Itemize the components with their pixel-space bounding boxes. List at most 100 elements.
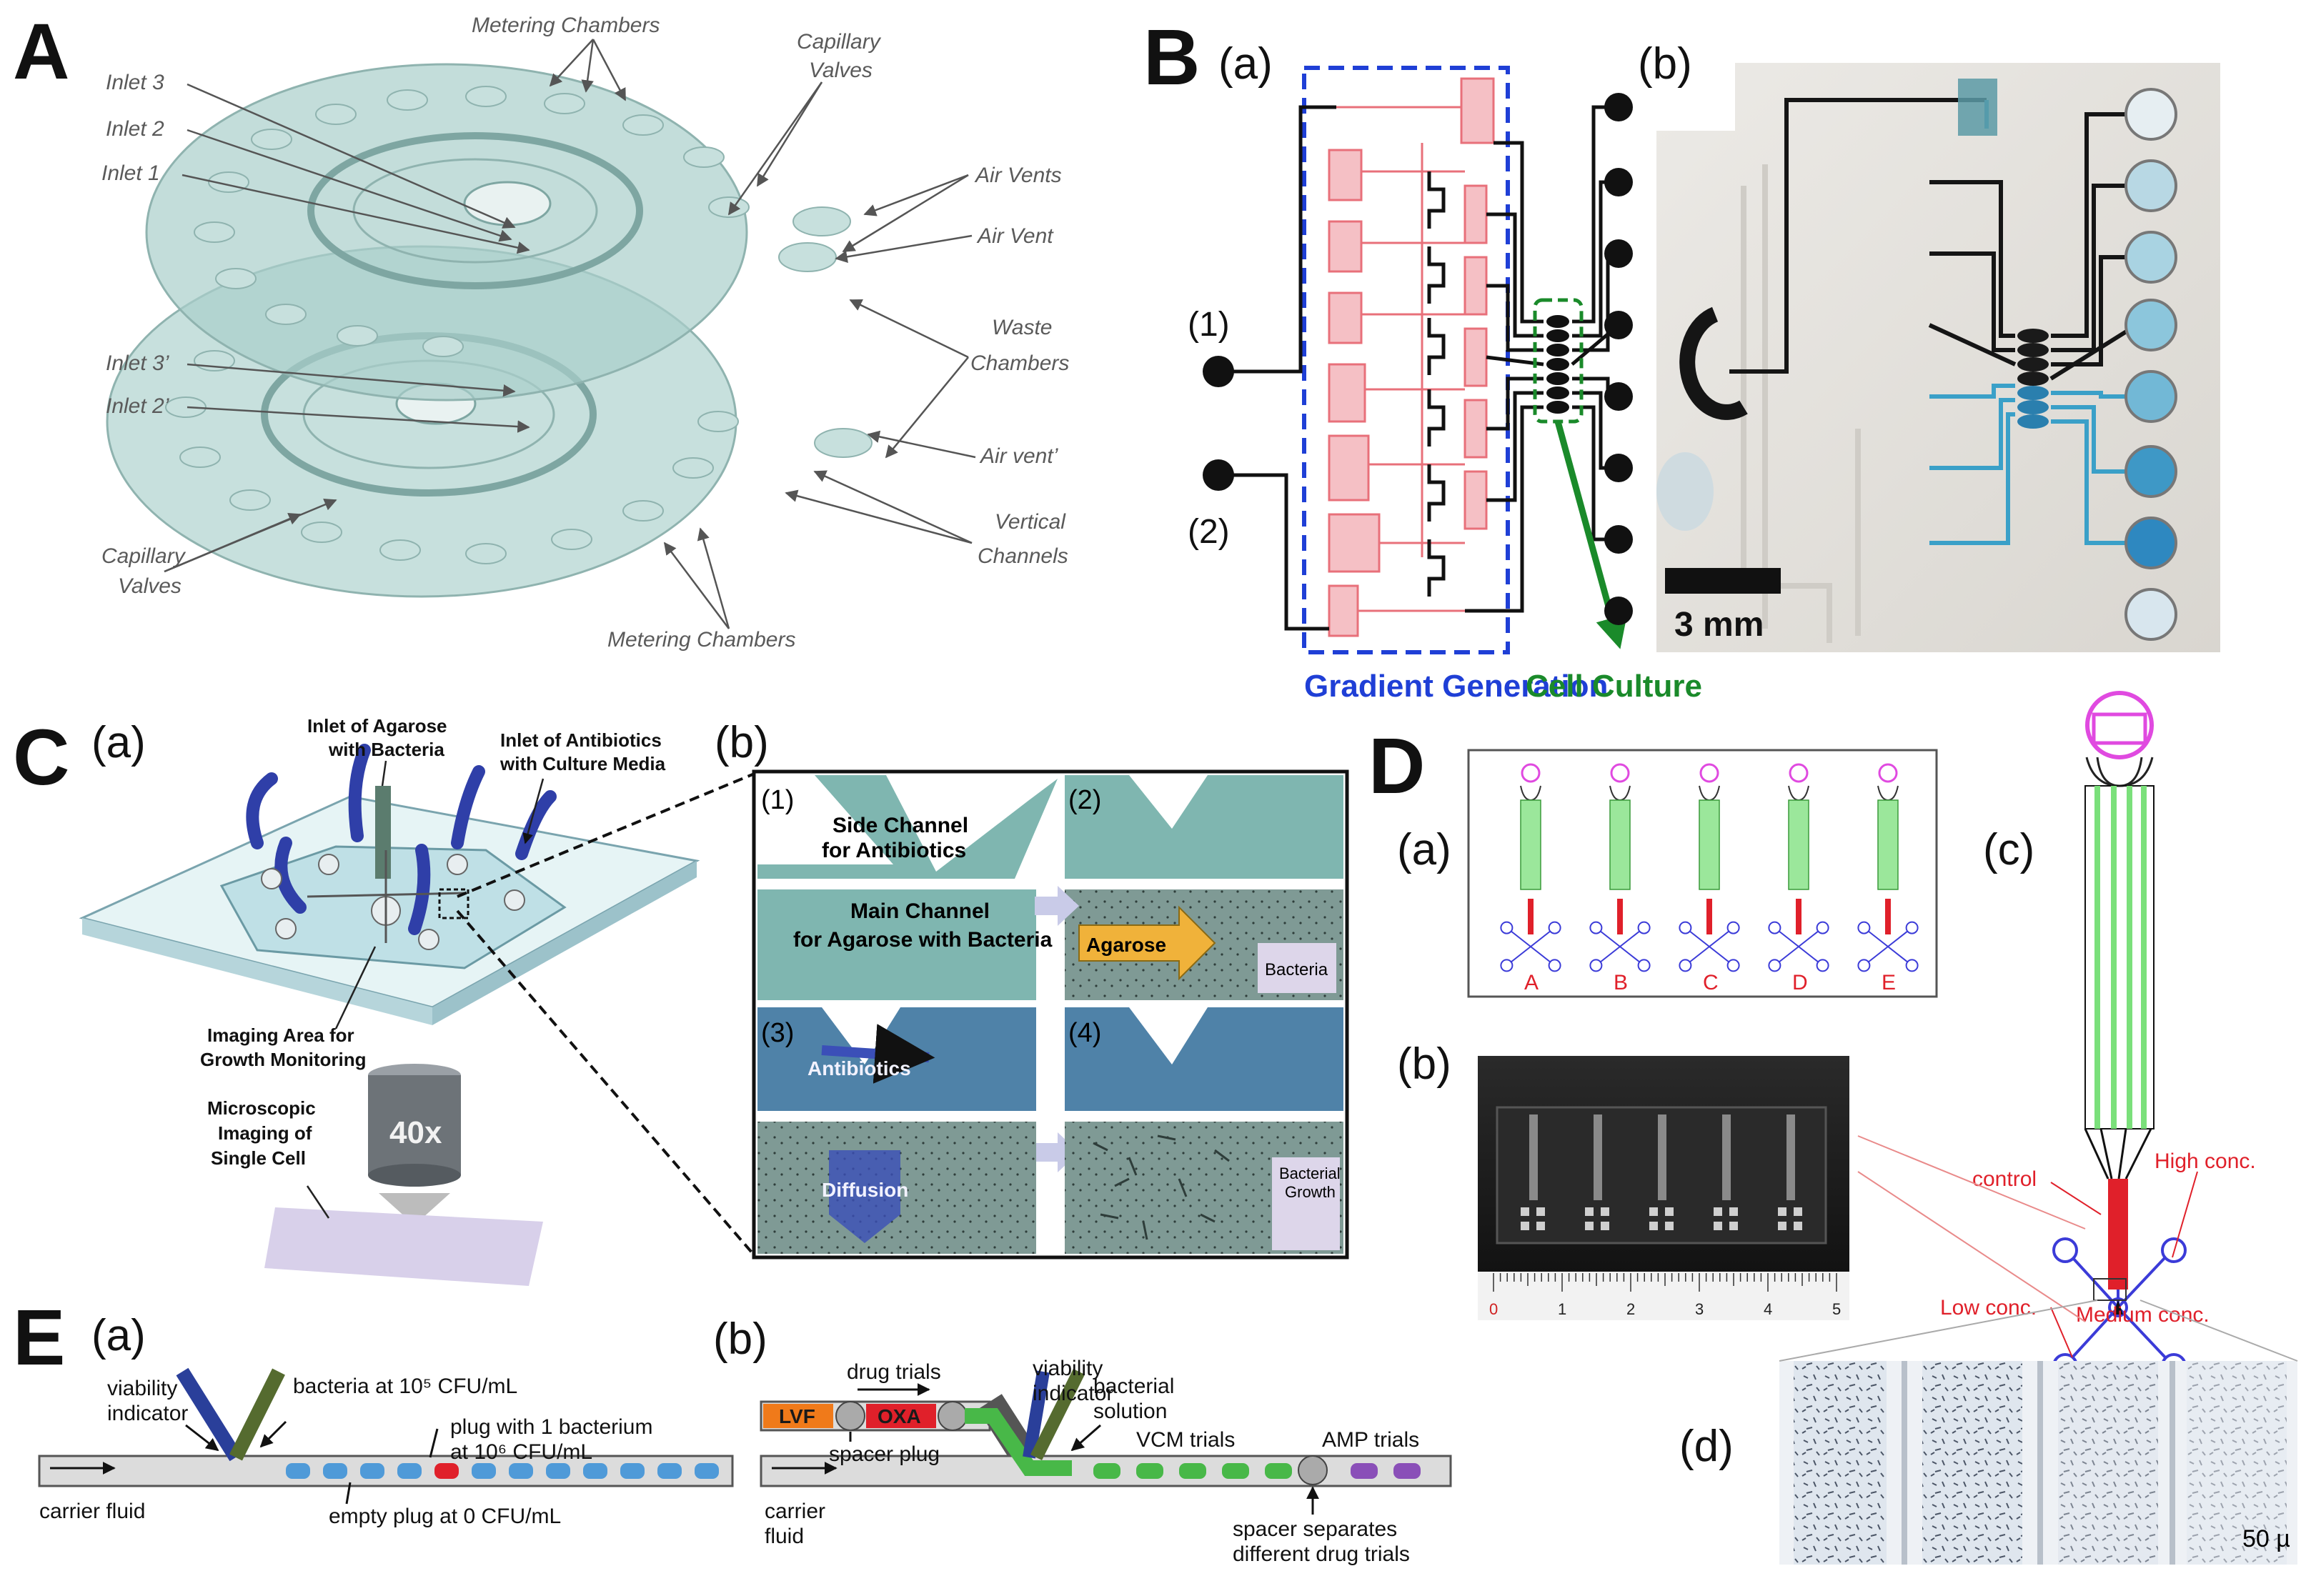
step-2: Agarose Bacteria (2) xyxy=(1065,775,1343,1000)
label-vertical-2: Channels xyxy=(978,544,1068,568)
medium-label: Medium conc. xyxy=(2076,1303,2210,1327)
photo-wells xyxy=(2124,88,2177,641)
ruler-number: 3 xyxy=(1695,1300,1704,1318)
step-3-label: (3) xyxy=(761,1018,794,1048)
label-inlet3p: Inlet 3’ xyxy=(106,351,170,375)
step-1-label: (1) xyxy=(761,785,794,815)
growth-label-1: Bacterial xyxy=(1279,1164,1341,1182)
bacterial-1: bacterial xyxy=(1093,1375,1174,1398)
label-inlet1: Inlet 1 xyxy=(101,161,160,185)
droplet-a: viability indicator bacteria at 10⁵ CFU/… xyxy=(38,1367,734,1528)
label-inlet2p: Inlet 2’ xyxy=(106,394,170,418)
panel-e-letter: E xyxy=(13,1294,65,1382)
label-capillary-top-2: Valves xyxy=(809,59,873,82)
panel-e: E (a) viability indicator bacteria at 10… xyxy=(13,1294,1452,1566)
droplet-plug xyxy=(546,1463,570,1479)
label-imaging-1: Imaging Area for xyxy=(207,1024,354,1046)
label-inlet-antibiotics-1: Inlet of Antibiotics xyxy=(500,729,662,751)
bacterial-2: solution xyxy=(1093,1400,1167,1423)
label-air-vents: Air Vents xyxy=(974,164,1062,187)
inlet-2-label: (2) xyxy=(1188,513,1230,551)
droplet-plug xyxy=(434,1463,459,1479)
label-waste-1: Waste xyxy=(992,316,1052,339)
channel-design: C xyxy=(1679,763,1740,994)
droplet-plug xyxy=(323,1463,347,1479)
droplet-plug xyxy=(1393,1463,1421,1479)
step-4: (4) Bacterial Growth xyxy=(1065,1007,1343,1254)
large-channel: control High conc. Low conc. Medium conc… xyxy=(1940,691,2256,1379)
channel-letter: B xyxy=(1614,971,1628,994)
panel-a-labels: Metering Chambers Capillary Valves Inlet… xyxy=(101,14,1069,652)
panel-b-letter: B xyxy=(1143,14,1200,101)
droplet-plug xyxy=(1265,1463,1292,1479)
objective-lens: 40x xyxy=(368,1064,461,1225)
label-micro-2: Imaging of xyxy=(218,1122,312,1144)
bacteria-conc: bacteria at 10⁵ CFU/mL xyxy=(293,1375,517,1398)
viability-1: viability xyxy=(107,1377,177,1400)
label-inlet-agarose-1: Inlet of Agarose xyxy=(307,715,447,737)
diffusion-label: Diffusion xyxy=(822,1179,908,1201)
label-air-vent: Air Vent xyxy=(976,224,1054,248)
label-waste-2: Chambers xyxy=(970,351,1069,375)
ruler-number: 2 xyxy=(1626,1300,1635,1318)
panel-e-sub-a: (a) xyxy=(91,1311,146,1360)
panel-d-letter: D xyxy=(1368,722,1425,810)
growth-label-2: Growth xyxy=(1285,1183,1336,1201)
carrier-b-2: fluid xyxy=(765,1525,804,1548)
droplet-plug xyxy=(1351,1463,1378,1479)
inlet-1-label: (1) xyxy=(1188,306,1230,344)
viability-b-2: indicator xyxy=(1033,1382,1113,1405)
control-label: control xyxy=(1972,1167,2037,1191)
drug-trials-label: drug trials xyxy=(847,1360,941,1384)
carrier-label: carrier fluid xyxy=(39,1500,145,1523)
panel-a-letter: A xyxy=(13,8,69,96)
tubing xyxy=(246,744,557,935)
droplet-plug xyxy=(397,1463,422,1479)
viability-2: indicator xyxy=(107,1402,188,1425)
viability-b-1: viability xyxy=(1033,1357,1103,1380)
droplet-plug xyxy=(583,1463,607,1479)
step-3: (3) Antibiotics Diffusion xyxy=(757,1007,1036,1254)
label-capillary-bot-1: Capillary xyxy=(101,544,187,568)
amp-label: AMP trials xyxy=(1322,1428,1419,1452)
label-inlet3: Inlet 3 xyxy=(106,71,164,94)
culture-label: Cell Culture xyxy=(1526,669,1702,704)
panel-d-sub-b: (b) xyxy=(1397,1039,1451,1089)
carrier-b-1: carrier xyxy=(765,1500,825,1523)
channel-letter: A xyxy=(1524,971,1539,994)
bacteria-label: Bacteria xyxy=(1265,960,1328,979)
main-channel-2: for Agarose with Bacteria xyxy=(793,928,1053,952)
photo-background xyxy=(1656,63,2220,652)
label-inlet-antibiotics-2: with Culture Media xyxy=(500,753,666,774)
panel-d-sub-d: (d) xyxy=(1679,1422,1734,1471)
droplet-plug xyxy=(1136,1463,1163,1479)
side-channel-2: for Antibiotics xyxy=(822,839,966,862)
droplet-b: LVF OXA drug trials spacer plug viabilit… xyxy=(760,1357,1452,1566)
plug-1: plug with 1 bacterium xyxy=(450,1415,652,1439)
panel-a: A xyxy=(13,8,1069,652)
spacer-sep-1: spacer separates xyxy=(1233,1517,1397,1541)
droplet-plug xyxy=(472,1463,496,1479)
culture-chambers xyxy=(1546,315,1569,414)
droplet-plug xyxy=(509,1463,533,1479)
gradient-label: Gradient Generation xyxy=(1304,669,1608,704)
micrograph-strips: 50 µ xyxy=(1779,1361,2297,1565)
label-capillary-top-1: Capillary xyxy=(797,30,882,54)
plugs-a xyxy=(286,1463,719,1479)
panel-c: C (a) Inlet of Agarose with Bacteria Inl… xyxy=(13,714,1349,1286)
ruler-number: 0 xyxy=(1489,1300,1498,1318)
panel-d-sub-a: (a) xyxy=(1397,825,1451,874)
panel-a-leaders xyxy=(164,39,976,629)
ruler-number: 4 xyxy=(1764,1300,1772,1318)
panel-c-sub-b: (b) xyxy=(715,718,769,767)
agarose-label: Agarose xyxy=(1086,934,1166,956)
antibiotics-label: Antibiotics xyxy=(807,1057,911,1079)
panel-b-sub-b: (b) xyxy=(1638,39,1692,89)
label-vertical-1: Vertical xyxy=(995,510,1066,534)
main-channel-1: Main Channel xyxy=(850,899,990,923)
syringe xyxy=(375,786,391,879)
objective-label: 40x xyxy=(389,1115,442,1150)
